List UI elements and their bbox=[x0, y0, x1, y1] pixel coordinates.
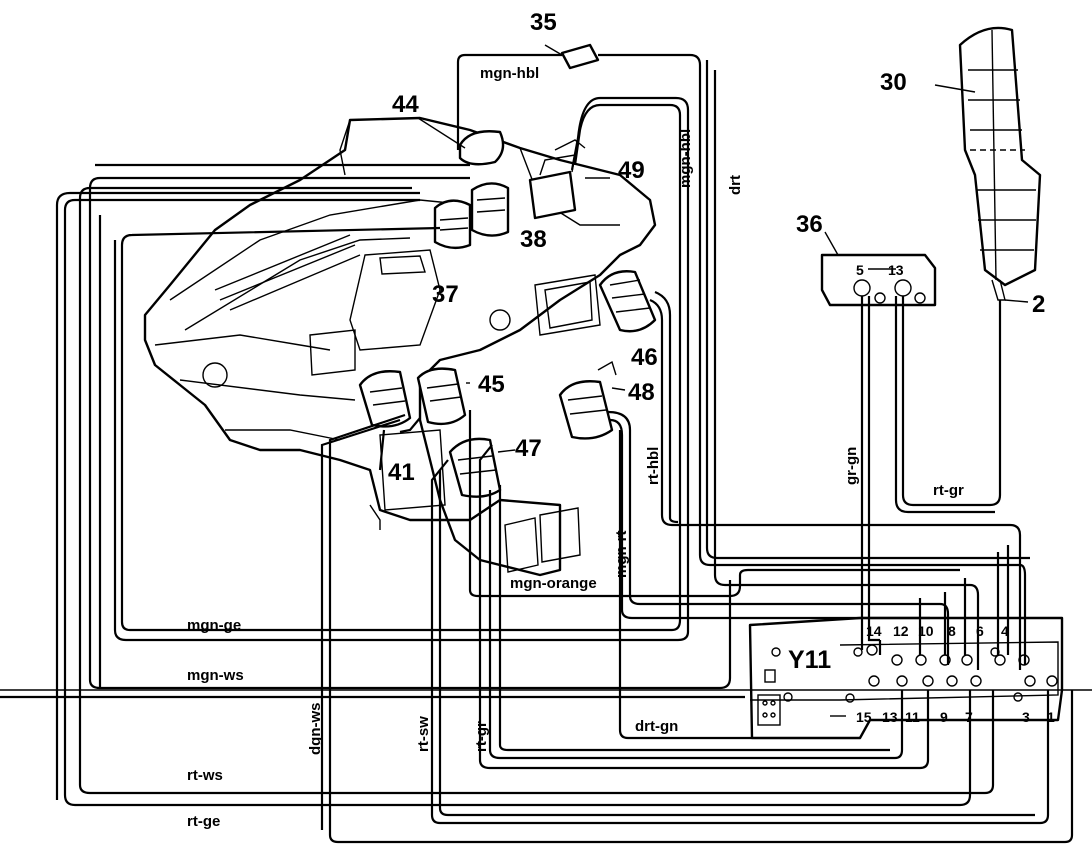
callout-41: 41 bbox=[388, 459, 415, 486]
callout-leaders bbox=[417, 84, 1029, 453]
pin-7: 7 bbox=[965, 709, 973, 725]
label-rt-ws: rt-ws bbox=[187, 767, 223, 784]
callout-45: 45 bbox=[478, 371, 505, 398]
label-drt: drt bbox=[727, 175, 744, 195]
vacuum-element-46 bbox=[598, 270, 657, 333]
pin-12: 12 bbox=[893, 623, 909, 639]
label-rt-gr-left: rt-gr bbox=[473, 721, 490, 752]
pin-15: 15 bbox=[856, 709, 872, 725]
vacuum-tank-30 bbox=[958, 26, 1042, 301]
pin-8: 8 bbox=[948, 623, 956, 639]
pin-13: 13 bbox=[882, 709, 898, 725]
label-gr-gn: gr-gn bbox=[843, 447, 860, 485]
pin-1: 1 bbox=[1047, 709, 1055, 725]
label-drt-gn: drt-gn bbox=[635, 718, 678, 735]
vacuum-element-38 bbox=[433, 182, 510, 250]
pin-14: 14 bbox=[866, 623, 882, 639]
vacuum-connector-36 bbox=[820, 253, 937, 307]
pin-4: 4 bbox=[1001, 623, 1009, 639]
callout-44: 44 bbox=[392, 91, 419, 118]
callout-30: 30 bbox=[880, 69, 907, 96]
y11-labels: Y11 14 12 10 8 6 4 15 13 11 9 7 3 1 bbox=[788, 623, 1055, 725]
label-mgn-ge: mgn-ge bbox=[187, 617, 241, 634]
pin-9: 9 bbox=[940, 709, 948, 725]
vacuum-hoses bbox=[0, 53, 1092, 844]
wire-labels: mgn-hbl mgn-hbl drt rt-hbl mgn-rt mgn-or… bbox=[187, 65, 964, 830]
callout-47: 47 bbox=[515, 435, 542, 462]
callout-38: 38 bbox=[520, 226, 547, 253]
label-rt-ge: rt-ge bbox=[187, 813, 220, 830]
pin-11: 11 bbox=[905, 709, 920, 725]
pin-3: 3 bbox=[1022, 709, 1030, 725]
label-mgn-ws: mgn-ws bbox=[187, 667, 244, 684]
callout-37: 37 bbox=[432, 281, 459, 308]
vacuum-element-44 bbox=[458, 130, 505, 166]
callout-48: 48 bbox=[628, 379, 655, 406]
connector-36-pins: 5 13 bbox=[856, 262, 904, 278]
callout-46: 46 bbox=[631, 344, 658, 371]
callout-2: 2 bbox=[1032, 291, 1045, 318]
climate-housing bbox=[143, 116, 657, 577]
pin-10: 10 bbox=[918, 623, 934, 639]
callout-49: 49 bbox=[618, 157, 645, 184]
tank-pin-13: 13 bbox=[888, 262, 904, 278]
callout-numbers: 35 44 49 38 37 36 30 2 46 45 48 47 41 bbox=[388, 9, 1045, 486]
label-rt-sw: rt-sw bbox=[415, 716, 432, 752]
label-rt-hbl: rt-hbl bbox=[645, 447, 662, 485]
label-rt-gr-right: rt-gr bbox=[933, 482, 964, 499]
vacuum-element-48 bbox=[558, 360, 617, 440]
label-dgn-ws: dgn-ws bbox=[307, 703, 324, 756]
vacuum-element-47 bbox=[448, 437, 502, 498]
callout-35: 35 bbox=[530, 9, 557, 36]
tank-pin-5: 5 bbox=[856, 262, 864, 278]
label-mgn-rt: mgn-rt bbox=[613, 531, 630, 579]
y11-label: Y11 bbox=[788, 646, 831, 674]
check-valve-35 bbox=[544, 43, 600, 70]
label-mgn-orange: mgn-orange bbox=[510, 575, 597, 592]
pin-6: 6 bbox=[976, 623, 984, 639]
label-mgn-hbl-vert: mgn-hbl bbox=[677, 129, 694, 188]
callout-36: 36 bbox=[796, 211, 823, 238]
label-mgn-hbl-top: mgn-hbl bbox=[480, 65, 539, 82]
